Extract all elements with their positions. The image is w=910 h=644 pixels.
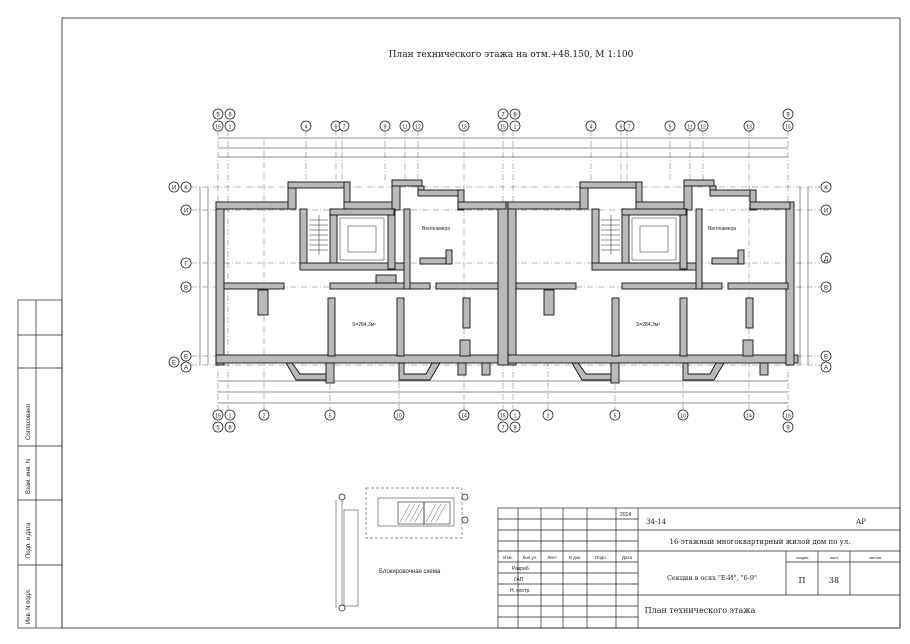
- svg-text:15: 15: [500, 125, 506, 131]
- svg-text:И: И: [184, 209, 188, 215]
- svg-text:5: 5: [216, 113, 220, 119]
- agreed-label: Согласовано: [26, 403, 32, 440]
- svg-text:Н. контр.: Н. контр.: [510, 588, 531, 594]
- svg-text:10: 10: [680, 414, 686, 420]
- svg-text:14: 14: [746, 414, 752, 420]
- svg-text:N док.: N док.: [569, 555, 582, 560]
- svg-text:6: 6: [335, 125, 338, 131]
- sheet-title: План технического этажа: [645, 606, 756, 615]
- svg-text:1: 1: [514, 125, 517, 131]
- svg-text:А: А: [824, 366, 828, 372]
- svg-text:Дата: Дата: [622, 555, 632, 560]
- svg-text:А: А: [184, 366, 188, 372]
- svg-text:И: И: [824, 209, 828, 215]
- svg-text:7: 7: [628, 125, 631, 131]
- side-stamp: Согласовано Взам. инв. N Подп. и дата Ин…: [17, 299, 63, 629]
- title-block: 2014 34-14 АР 16-этажный многоквартирный…: [497, 507, 901, 629]
- svg-text:Изм.: Изм.: [503, 555, 513, 560]
- svg-text:Б: Б: [184, 355, 188, 361]
- inv-vzam-label: Взам. инв. N: [26, 459, 32, 494]
- dimension-lines: [199, 137, 809, 404]
- svg-text:13: 13: [461, 125, 467, 131]
- sign-date-label: Подп. и дата: [26, 522, 32, 558]
- svg-text:7: 7: [501, 426, 505, 432]
- svg-text:9: 9: [786, 426, 790, 432]
- svg-text:6: 6: [228, 113, 232, 119]
- svg-text:6: 6: [228, 426, 232, 432]
- svg-text:9: 9: [669, 125, 672, 131]
- drawing-code: 34-14: [646, 518, 667, 526]
- svg-text:7: 7: [501, 113, 505, 119]
- section-code: АР: [856, 518, 866, 526]
- floor-plan: Венткамера Венткамера S=284,3м² S=284,3м…: [215, 179, 799, 384]
- svg-text:12: 12: [415, 125, 421, 131]
- vent-room-right: Венткамера: [708, 226, 736, 232]
- svg-text:4: 4: [305, 125, 308, 131]
- section-name: Секции в осях "Е-И", "6-9": [667, 574, 757, 582]
- svg-text:15: 15: [215, 125, 221, 131]
- svg-text:И: И: [172, 186, 176, 192]
- svg-text:5: 5: [614, 414, 617, 420]
- vent-room-left: Венткамера: [422, 226, 450, 232]
- svg-text:14: 14: [461, 414, 467, 420]
- project-name: 16-этажный многоквартирный жилой дом по …: [670, 538, 851, 546]
- svg-text:В: В: [824, 286, 828, 292]
- svg-text:5: 5: [216, 426, 220, 432]
- svg-text:15: 15: [785, 414, 791, 420]
- svg-text:8: 8: [513, 426, 517, 432]
- svg-text:Б: Б: [824, 355, 828, 361]
- svg-text:6: 6: [620, 125, 623, 131]
- svg-text:9: 9: [786, 113, 790, 119]
- svg-text:10: 10: [396, 414, 402, 420]
- svg-text:9: 9: [384, 125, 387, 131]
- key-plan-label: Блокировочная схема: [379, 569, 441, 575]
- svg-text:стадия: стадия: [796, 555, 809, 560]
- svg-text:13: 13: [746, 125, 752, 131]
- svg-text:11: 11: [687, 125, 692, 131]
- svg-text:15: 15: [785, 125, 791, 131]
- svg-text:Подп.: Подп.: [595, 555, 607, 560]
- inv-podl-label: Инв. N подл.: [26, 588, 32, 624]
- area-label-right: S=284,3м²: [636, 322, 660, 328]
- svg-text:5: 5: [329, 414, 332, 420]
- axis-markers: 5 6 15 1 7 8 15 1 9 15 4 6 7 9 11 12 13 …: [168, 108, 832, 433]
- svg-text:Разраб.: Разраб.: [512, 566, 530, 572]
- svg-text:2: 2: [547, 414, 550, 420]
- svg-text:8: 8: [513, 113, 517, 119]
- area-label-left: S=284,3м²: [352, 322, 376, 328]
- svg-text:Д: Д: [824, 257, 828, 263]
- svg-text:15: 15: [215, 414, 221, 420]
- drawing-frame: [61, 17, 901, 629]
- year: 2014: [620, 512, 631, 518]
- sheet-number: 38: [829, 576, 839, 585]
- svg-text:4: 4: [590, 125, 593, 131]
- svg-text:Г: Г: [184, 262, 188, 268]
- svg-text:В: В: [184, 286, 188, 292]
- svg-text:1: 1: [514, 414, 517, 420]
- svg-text:1: 1: [229, 125, 232, 131]
- svg-text:ГАП: ГАП: [514, 577, 524, 583]
- svg-text:2: 2: [263, 414, 266, 420]
- svg-text:Лист: Лист: [547, 555, 557, 560]
- svg-text:К: К: [184, 186, 188, 192]
- svg-text:15: 15: [500, 414, 506, 420]
- svg-text:Кол.уч.: Кол.уч.: [523, 555, 538, 560]
- stage-value: П: [799, 576, 806, 585]
- svg-text:К: К: [824, 186, 828, 192]
- svg-text:12: 12: [700, 125, 706, 131]
- svg-text:11: 11: [402, 125, 407, 131]
- svg-text:7: 7: [343, 125, 346, 131]
- svg-text:листов: листов: [869, 555, 882, 560]
- drawing-title: План технического этажа на отм.+48.150, …: [389, 50, 634, 60]
- key-plan: Блокировочная схема: [335, 487, 469, 612]
- svg-text:Е: Е: [172, 361, 176, 367]
- svg-text:лист: лист: [830, 555, 839, 560]
- svg-text:1: 1: [229, 414, 232, 420]
